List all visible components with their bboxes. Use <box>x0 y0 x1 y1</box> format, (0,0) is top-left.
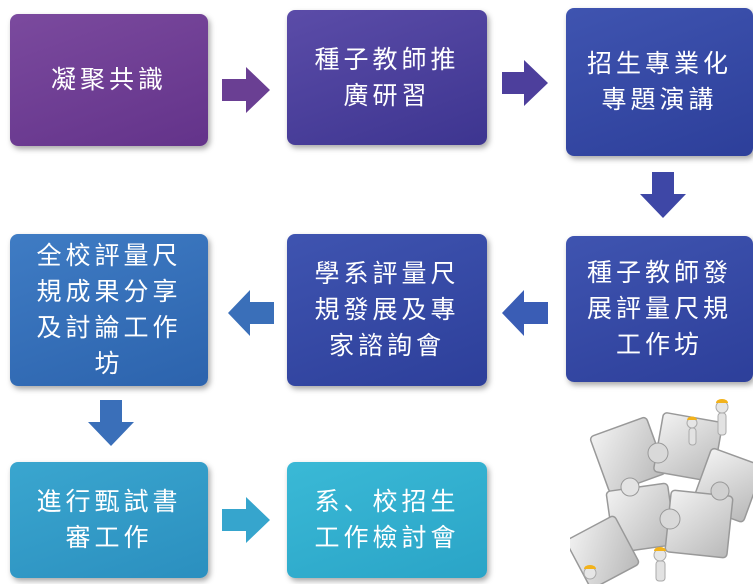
step-label-7: 進行甄試書 審工作 <box>36 487 182 552</box>
step-box-1: 凝聚共識 <box>10 14 208 146</box>
step-box-7: 進行甄試書 審工作 <box>10 462 208 578</box>
step-box-3: 招生專業化 專題演講 <box>566 8 753 156</box>
step-box-6: 全校評量尺 規成果分享 及討論工作 坊 <box>10 234 208 386</box>
step-box-2: 種子教師推 廣研習 <box>287 10 487 145</box>
step-box-5: 學系評量尺 規發展及專 家諮詢會 <box>287 234 487 386</box>
arrow-right-icon <box>502 60 548 106</box>
arrow-right-icon <box>222 497 270 543</box>
step-box-8: 系、校招生 工作檢討會 <box>287 462 487 578</box>
arrow-left-icon <box>228 290 274 336</box>
step-label-8: 系、校招生 工作檢討會 <box>314 487 460 552</box>
step-label-2: 種子教師推 廣研習 <box>314 44 460 110</box>
step-label-1: 凝聚共識 <box>50 65 167 94</box>
puzzle-people-icon <box>570 399 753 584</box>
step-label-5: 學系評量尺 規發展及專 家諮詢會 <box>314 259 460 360</box>
arrow-down-icon <box>88 400 134 446</box>
step-label-4: 種子教師發 展評量尺規 工作坊 <box>586 258 732 359</box>
arrow-right-icon <box>222 67 270 113</box>
arrow-left-icon <box>502 290 548 336</box>
arrow-down-icon <box>640 172 686 218</box>
step-box-4: 種子教師發 展評量尺規 工作坊 <box>566 236 753 382</box>
step-label-3: 招生專業化 專題演講 <box>586 49 732 114</box>
step-label-6: 全校評量尺 規成果分享 及討論工作 坊 <box>36 241 182 378</box>
